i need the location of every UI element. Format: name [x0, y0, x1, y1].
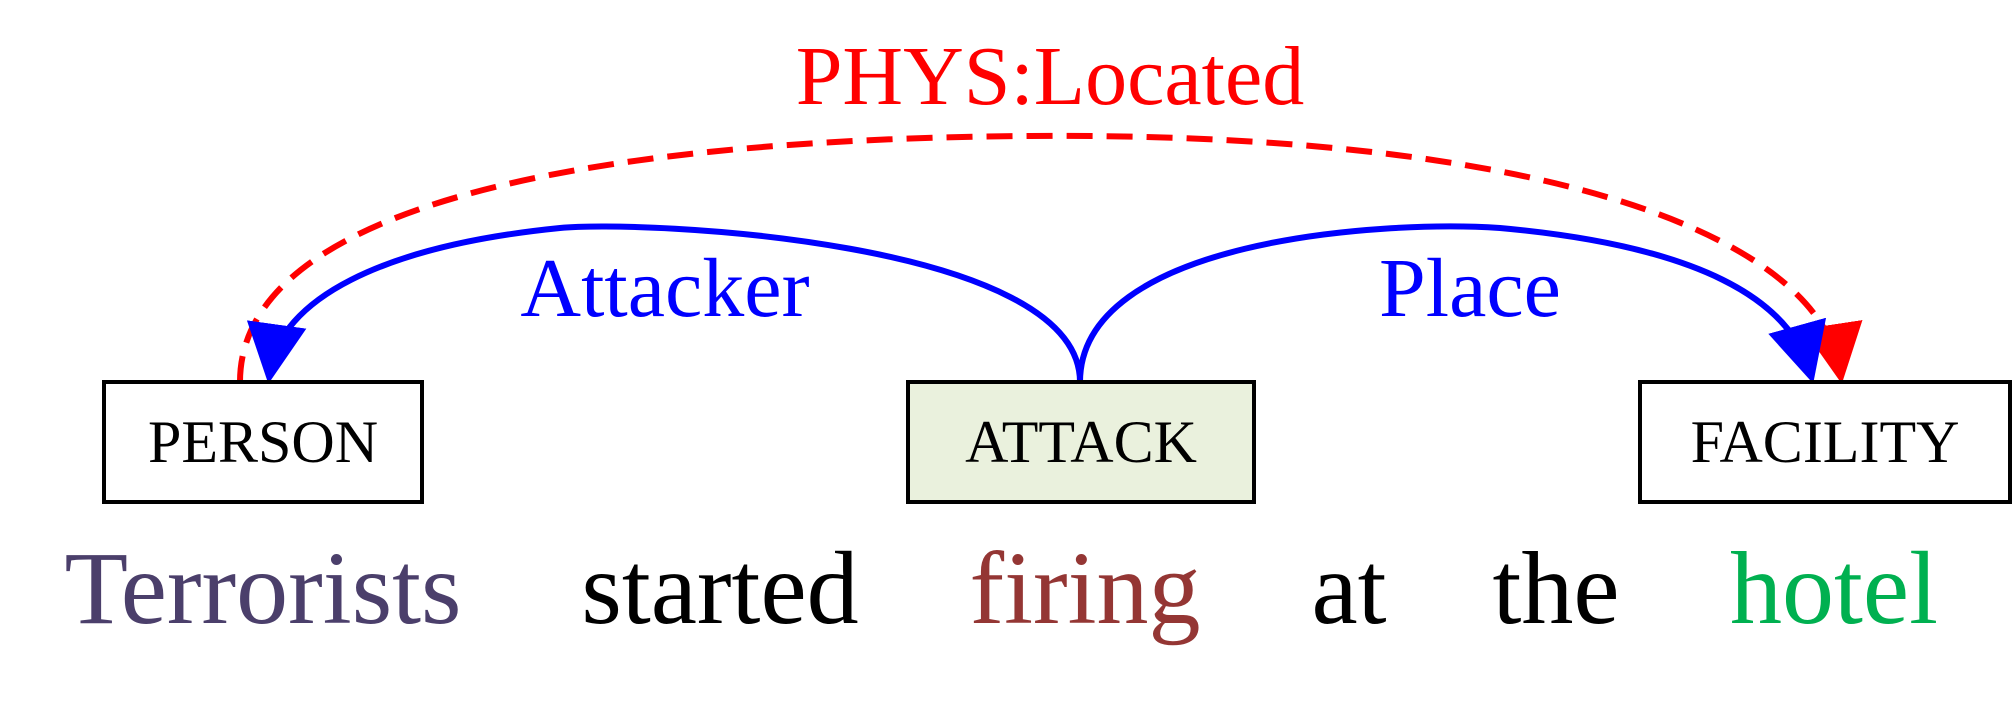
- place-arc: [1077, 223, 1827, 384]
- role-label-place: Place: [1379, 242, 1561, 335]
- sentence-word-started: started: [581, 531, 858, 646]
- sentence-word-the: the: [1492, 531, 1619, 646]
- sentence-word-firing: firing: [969, 531, 1200, 646]
- sentence-word-at: at: [1311, 531, 1386, 646]
- relation-arc: [237, 132, 1863, 384]
- entity-box-attack: ATTACK: [906, 380, 1256, 504]
- entity-label-attack: ATTACK: [965, 409, 1197, 475]
- entity-label-person: PERSON: [148, 409, 378, 475]
- entity-box-facility: FACILITY: [1638, 380, 2012, 504]
- entity-box-person: PERSON: [102, 380, 424, 504]
- attacker-arc: [246, 223, 1083, 384]
- role-label-attacker: Attacker: [520, 242, 809, 335]
- sentence-word-hotel: hotel: [1730, 531, 1938, 646]
- entity-label-facility: FACILITY: [1691, 409, 1960, 475]
- sentence-word-terrorists: Terrorists: [64, 531, 461, 646]
- relation-label: PHYS:Located: [796, 30, 1305, 123]
